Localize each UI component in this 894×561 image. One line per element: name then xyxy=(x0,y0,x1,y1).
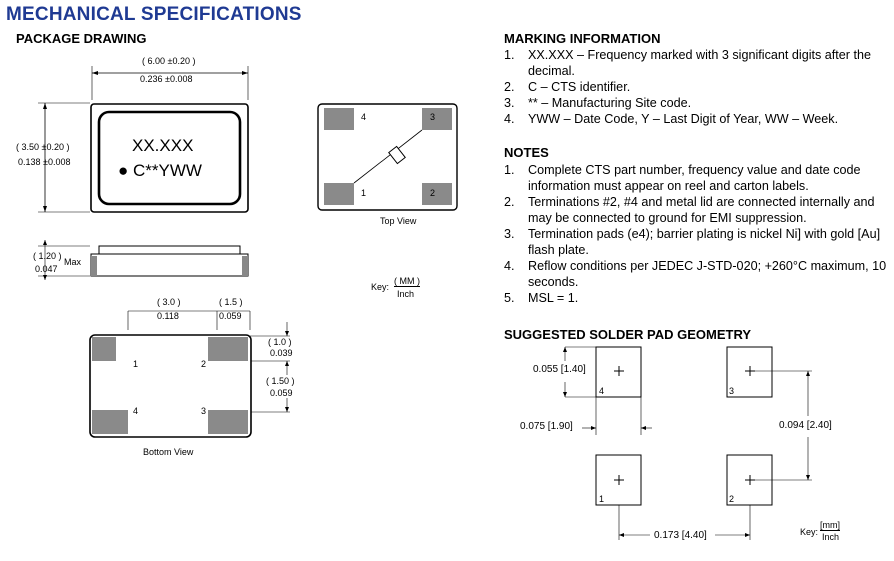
list-item: 1.XX.XXX – Frequency marked with 3 signi… xyxy=(504,48,871,78)
list-item: 1.Complete CTS part number, frequency va… xyxy=(504,163,861,193)
solder-pad-heading: SUGGESTED SOLDER PAD GEOMETRY xyxy=(504,327,752,342)
solder-pad-number-1: 1 xyxy=(599,494,605,504)
bottom-view-pad-3 xyxy=(208,410,248,434)
key-mm-label: ( MM ) xyxy=(394,276,420,287)
top-view-pad-3 xyxy=(422,108,452,130)
pad-pitch-y-label: 0.094 [2.40] xyxy=(779,420,832,431)
top-view-pad-2 xyxy=(422,183,452,205)
list-item: 2.C – CTS identifier. xyxy=(504,80,631,94)
top-pin-4: 4 xyxy=(361,112,367,122)
notes-heading: NOTES xyxy=(504,145,549,160)
height-in-label: 0.138 ±0.008 xyxy=(18,157,71,167)
list-item: 4.YWW – Date Code, Y – Last Digit of Yea… xyxy=(504,112,839,126)
pad-w-mm-label: ( 1.5 ) xyxy=(219,297,243,307)
bottom-pin-4: 4 xyxy=(133,406,139,416)
top-view-pad-1 xyxy=(324,183,354,205)
list-item: 3.** – Manufacturing Site code. xyxy=(504,96,692,110)
pitch-y-in-label: 0.059 xyxy=(270,388,293,398)
pitch-x-in-label: 0.118 xyxy=(157,311,179,321)
width-in-label: 0.236 ±0.008 xyxy=(140,74,193,84)
marking-line-1: XX.XXX xyxy=(132,136,194,155)
pad-h-in-label: 0.039 xyxy=(270,348,293,358)
bottom-view-label: Bottom View xyxy=(143,447,194,457)
pitch-y-mm-label: ( 1.50 ) xyxy=(266,376,295,386)
pad-w-in-label: 0.059 xyxy=(219,311,242,321)
solder-pad-figure xyxy=(563,346,812,540)
pad-height-label: 0.055 [1.40] xyxy=(533,364,586,375)
solder-pad-number-2: 2 xyxy=(729,494,735,504)
bottom-pin-2: 2 xyxy=(201,359,207,369)
bottom-view-pad-2 xyxy=(208,337,248,361)
top-pin-2: 2 xyxy=(430,188,436,198)
bottom-pin-1: 1 xyxy=(133,359,139,369)
top-pin-1: 1 xyxy=(361,188,367,198)
pad-pitch-x-label: 0.173 [4.40] xyxy=(654,530,707,541)
solder-key-mm-label: [mm] xyxy=(820,520,840,531)
thickness-mm-label: ( 1.20 ) xyxy=(33,251,62,261)
solder-pad-number-4: 4 xyxy=(599,386,605,396)
width-mm-label: ( 6.00 ±0.20 ) xyxy=(142,56,196,66)
notes-list: 1.Complete CTS part number, frequency va… xyxy=(504,162,888,306)
key-label: Key: xyxy=(371,282,390,292)
top-view-label: Top View xyxy=(380,216,417,226)
pitch-x-mm-label: ( 3.0 ) xyxy=(157,297,181,307)
page-title: MECHANICAL SPECIFICATIONS xyxy=(6,4,302,25)
bottom-view-pad-1 xyxy=(92,337,116,361)
solder-key-label: Key: xyxy=(800,527,819,537)
solder-key-in-label: Inch xyxy=(822,532,840,542)
list-item: 2.Terminations #2, #4 and metal lid are … xyxy=(504,195,875,225)
marking-information-heading: MARKING INFORMATION xyxy=(504,31,661,46)
thickness-in-label: 0.047 xyxy=(35,264,58,274)
solder-pad-number-3: 3 xyxy=(729,386,735,396)
list-item: 3.Termination pads (e4); barrier plating… xyxy=(504,227,881,257)
package-drawing-heading: PACKAGE DRAWING xyxy=(16,31,147,46)
thickness-max-label: Max xyxy=(64,257,82,267)
bottom-pin-3: 3 xyxy=(201,406,207,416)
bottom-view-pad-4 xyxy=(92,410,128,434)
list-item: 4.Reflow conditions per JEDEC J-STD-020;… xyxy=(504,259,887,289)
marking-line-2: ● C**YWW xyxy=(118,161,202,180)
package-drawing-figure xyxy=(38,66,458,438)
pad-h-mm-label: ( 1.0 ) xyxy=(268,337,292,347)
marking-information-list: 1.XX.XXX – Frequency marked with 3 signi… xyxy=(504,47,888,127)
top-pin-3: 3 xyxy=(430,112,436,122)
key-in-label: Inch xyxy=(397,289,415,299)
list-item: 5.MSL = 1. xyxy=(504,291,579,305)
height-mm-label: ( 3.50 ±0.20 ) xyxy=(16,142,70,152)
pad-width-label: 0.075 [1.90] xyxy=(520,421,573,432)
top-view-pad-4 xyxy=(324,108,354,130)
